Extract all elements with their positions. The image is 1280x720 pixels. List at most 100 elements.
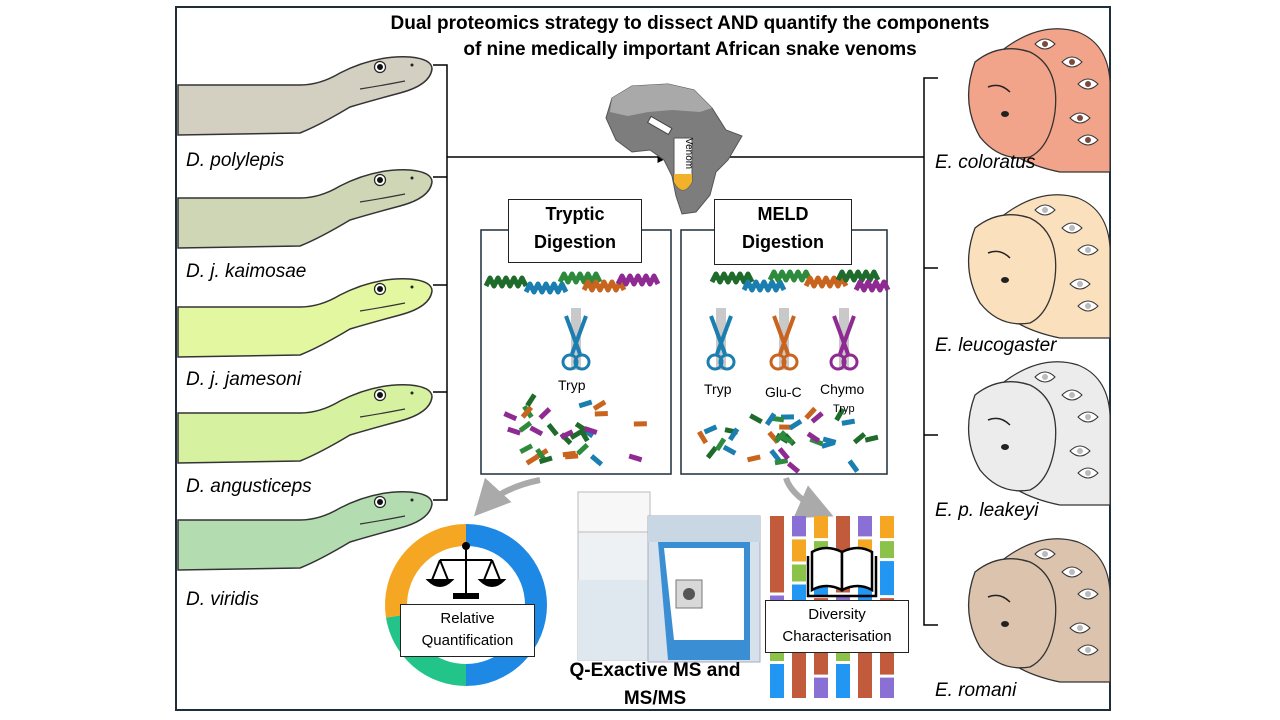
viper-label-2: E. leucogaster (935, 335, 1057, 356)
peptide-fragment (529, 425, 544, 437)
arrow-to-quant (473, 477, 541, 517)
helix-segment (557, 271, 603, 285)
peptide-fragment (788, 419, 803, 431)
scissors-icon (561, 308, 591, 371)
scissors-icon (706, 308, 736, 371)
diversity-label-line1: Diversity (808, 606, 866, 623)
peptide-fragment (592, 399, 607, 411)
peptide-fragment (841, 418, 856, 426)
mass-spectrometer-icon (577, 491, 761, 663)
figure-title-line2: of nine medically important African snak… (463, 39, 917, 60)
peptide-fragment (559, 429, 574, 440)
bar-segment (880, 561, 894, 596)
bar-segment (770, 516, 784, 593)
protein-helices (483, 269, 891, 295)
peptide-fragment (705, 445, 718, 460)
peptide-fragment (697, 430, 709, 445)
peptide-fragment (519, 443, 534, 455)
mamba-label-4: D. angusticeps (186, 476, 312, 497)
bar-segment (880, 677, 894, 698)
ms-label-line1: Q-Exactive MS and (569, 660, 741, 681)
bar-segment (880, 541, 894, 559)
peptide-fragment (583, 426, 598, 435)
relative-quantification-label: Relative Quantification (400, 604, 535, 657)
peptide-fragment (774, 430, 787, 444)
peptide-fragment (578, 399, 593, 409)
peptide-fragment (746, 454, 761, 463)
donut-segment (385, 613, 467, 686)
peptide-fragment (852, 432, 867, 445)
helix-segment (853, 279, 891, 293)
mamba-snake (177, 491, 433, 571)
peptide-fragment (804, 406, 817, 420)
peptide-fragment (703, 424, 718, 435)
bar-segment (836, 664, 850, 698)
viper-label-1: E. coloratus (935, 152, 1036, 173)
bar-segment (770, 664, 784, 698)
arrow-to-diversity (783, 476, 834, 519)
peptide-fragment (822, 436, 837, 445)
venom-tube-label: Venom (683, 138, 694, 170)
viper-head (967, 194, 1111, 339)
peptide-fragment (518, 420, 533, 433)
peptide-fragment (628, 453, 643, 463)
viper-label-3: E. p. leakeyi (935, 500, 1039, 521)
balance-icon (425, 542, 507, 599)
donut-segment (385, 524, 467, 618)
meld-enzyme-chymo: Chymo (820, 381, 865, 397)
peptide-fragment (774, 458, 789, 466)
bar-segment (814, 516, 828, 539)
peptide-fragment (589, 454, 604, 467)
ms-label-line2: MS/MS (623, 688, 687, 709)
peptide-fragment (847, 459, 860, 473)
peptide-fragment (834, 407, 846, 422)
peptide-fragment (633, 421, 647, 427)
diversity-characterisation-label: Diversity Characterisation (765, 600, 909, 653)
venom-tube (646, 115, 693, 191)
bar-segment (792, 539, 806, 562)
peptide-fragment (864, 434, 879, 443)
peptide-fragment (810, 411, 824, 424)
peptide-fragment (564, 453, 579, 460)
helix-segment (615, 273, 661, 287)
meld-enzyme-chymo-sub: Tryp (833, 403, 855, 415)
peptide-fragment (546, 423, 559, 437)
tryptic-title: Tryptic Digestion (508, 199, 642, 263)
book-icon (806, 546, 878, 598)
figure-title-line1: Dual proteomics strategy to dissect AND … (390, 13, 990, 34)
peptide-fragment (777, 447, 790, 461)
donut-chart (385, 524, 547, 686)
tryptic-title-line2: Digestion (533, 232, 616, 252)
peptide-fragment (538, 455, 553, 465)
meld-enzyme-tryp: Tryp (704, 381, 732, 397)
peptide-fragment (780, 414, 795, 420)
peptide-fragment (806, 431, 821, 443)
meld-enzyme-gluc: Glu-C (765, 384, 802, 400)
helix-segment (581, 279, 627, 293)
helix-segment (523, 281, 569, 295)
viper-label-4: E. romani (935, 680, 1017, 701)
peptide-fragment (728, 427, 740, 442)
peptide-fragment (503, 411, 518, 422)
bar-segment (880, 516, 894, 539)
meld-title-line2: Digestion (741, 232, 824, 252)
mamba-snake (177, 278, 433, 358)
viper-heads (967, 28, 1111, 683)
mamba-snake (177, 169, 433, 249)
scissors-icons (561, 308, 859, 371)
helix-segment (709, 271, 755, 285)
scissors-icon (769, 308, 799, 371)
viper-head (967, 538, 1111, 683)
peptide-fragment (764, 412, 777, 426)
meld-title-line1: MELD (757, 204, 809, 224)
quant-label-line2: Quantification (421, 632, 514, 649)
peptide-fragment (578, 428, 590, 443)
right-bracket (710, 77, 938, 626)
bar-segment (814, 677, 828, 698)
tryptic-title-line1: Tryptic (545, 204, 605, 224)
meld-title: MELD Digestion (714, 199, 852, 265)
scissors-icon (829, 308, 859, 371)
peptide-fragment (722, 444, 737, 456)
left-bracket (433, 64, 670, 501)
tryptic-enzyme-label: Tryp (558, 377, 586, 393)
